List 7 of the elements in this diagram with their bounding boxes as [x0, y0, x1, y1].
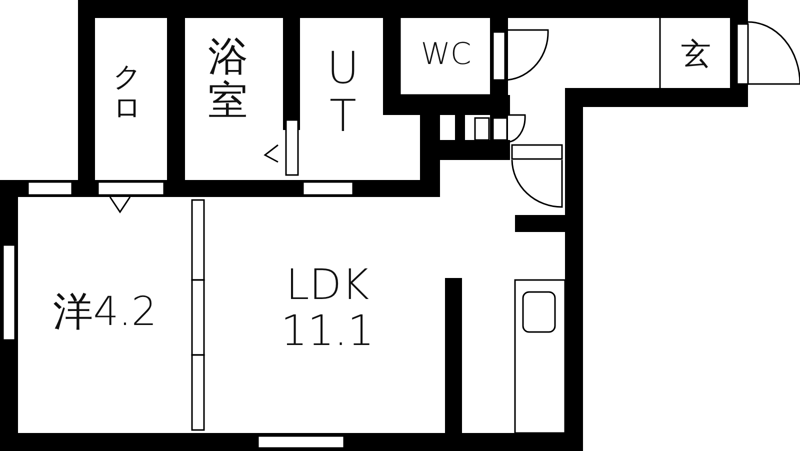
- room-label: 玄: [680, 38, 712, 71]
- room-label: LDK 11.1: [280, 262, 376, 354]
- room-label: クロ: [113, 62, 141, 124]
- room-label: WC: [420, 38, 472, 71]
- room-label: 洋4.2: [52, 290, 158, 334]
- room-label: 浴室: [208, 35, 248, 123]
- room-label: UT: [326, 45, 360, 142]
